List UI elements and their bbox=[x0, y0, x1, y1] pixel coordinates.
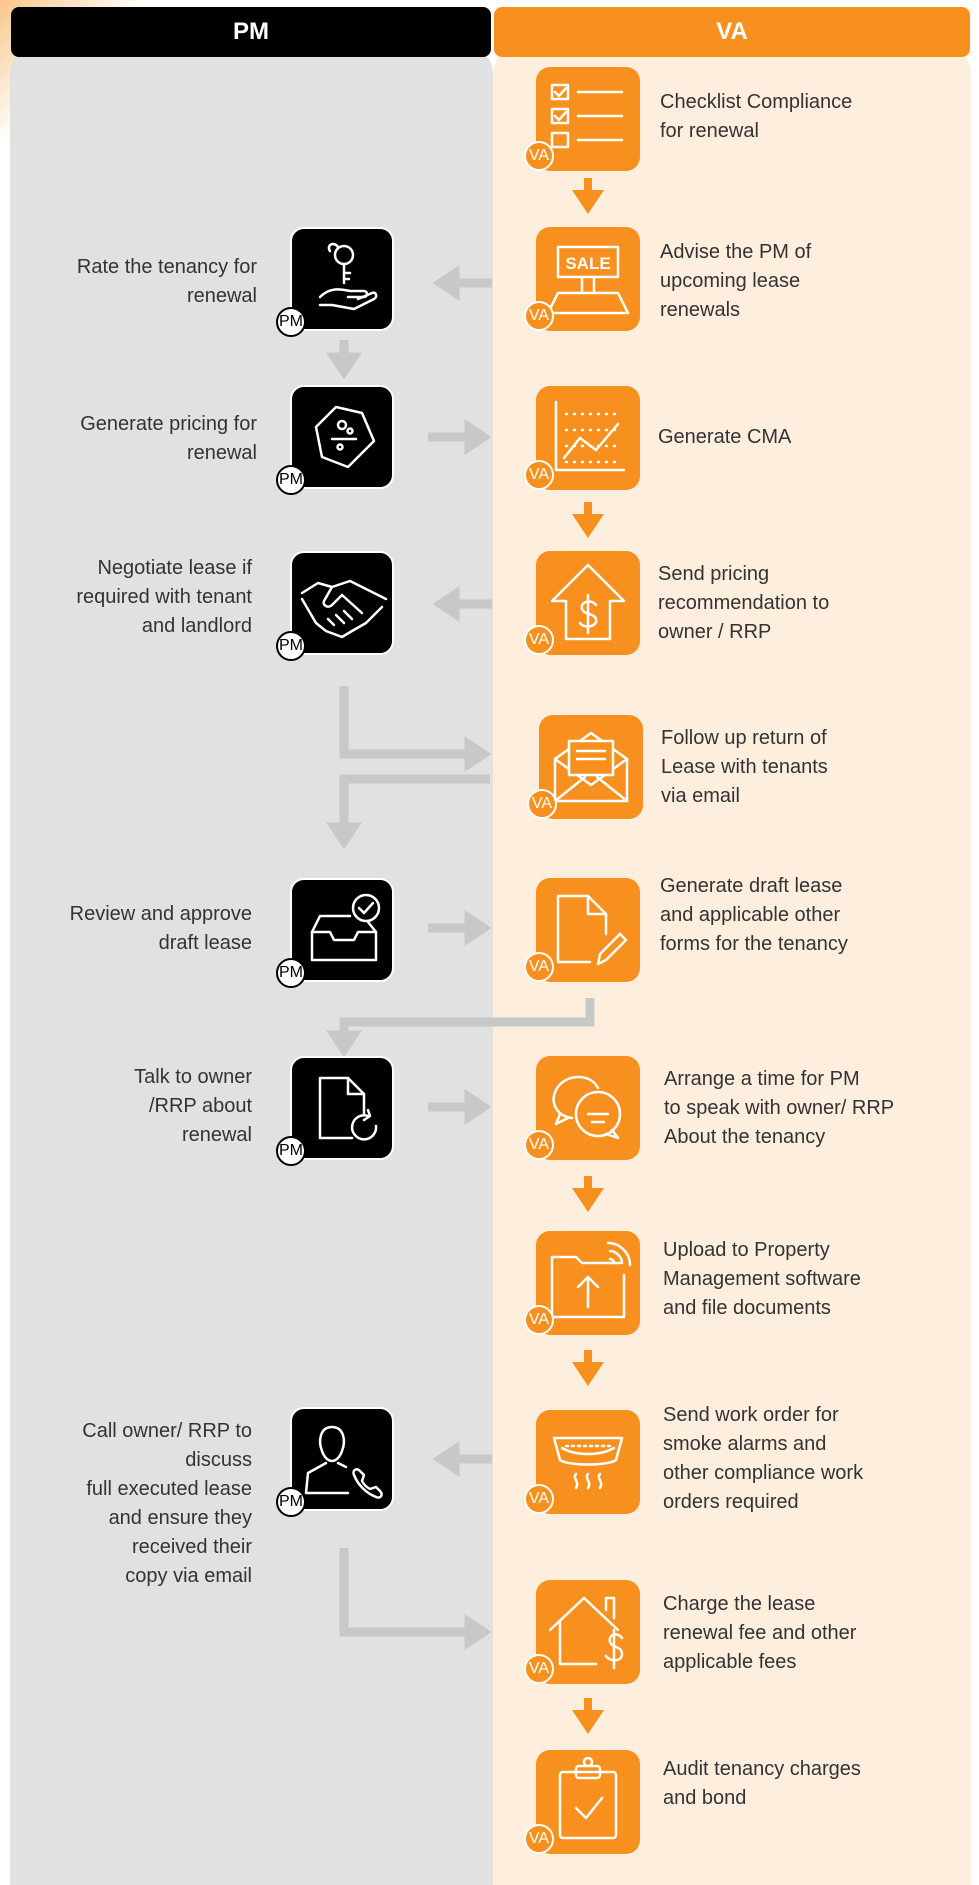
va-badge: VA bbox=[524, 1654, 554, 1684]
va-step-checklist-compliance: VA bbox=[524, 67, 640, 171]
va-badge: VA bbox=[524, 952, 554, 982]
hand-key-icon bbox=[318, 242, 378, 311]
inbox-check-icon bbox=[310, 893, 381, 962]
va-badge: VA bbox=[524, 1130, 554, 1160]
va-badge: VA bbox=[524, 141, 554, 171]
pm-header: PM bbox=[11, 7, 491, 57]
va-badge: VA bbox=[524, 301, 554, 331]
envelope-icon bbox=[553, 731, 629, 803]
pm-step-label: Review and approve draft lease bbox=[69, 903, 252, 954]
va-badge: VA bbox=[524, 625, 554, 655]
pm-badge: PM bbox=[276, 307, 306, 337]
house-dollar-arrow-icon bbox=[550, 563, 626, 641]
pm-step-negotiate-lease: PM bbox=[276, 551, 394, 661]
va-step-label: Advise the PM of upcoming lease renewals bbox=[660, 241, 812, 321]
va-badge: VA bbox=[527, 789, 557, 819]
pm-step-label: Call owner/ RRP to discuss full executed… bbox=[82, 1420, 252, 1587]
folder-upload-icon bbox=[550, 1241, 632, 1319]
va-step-send-pricing: VA bbox=[524, 551, 640, 655]
va-step-generate-draft-lease: VA bbox=[524, 878, 640, 982]
va-step-upload-documents: VA bbox=[524, 1231, 640, 1335]
va-step-audit-charges: VA bbox=[524, 1750, 640, 1854]
pm-step-review-draft-lease: PM bbox=[276, 878, 394, 988]
va-header: VA bbox=[494, 7, 970, 57]
pm-step-call-owner: PM bbox=[276, 1407, 394, 1517]
va-step-arrange-time: VA bbox=[524, 1056, 640, 1160]
smoke-alarm-icon bbox=[552, 1436, 624, 1490]
va-step-generate-cma: VA bbox=[524, 386, 640, 490]
va-step-advise-pm: SALE VA bbox=[524, 227, 640, 331]
clipboard-check-icon bbox=[558, 1756, 618, 1840]
checklist-icon bbox=[550, 83, 624, 149]
va-step-label: Send work order for smoke alarms and oth… bbox=[663, 1404, 864, 1513]
house-dollar-icon bbox=[548, 1596, 624, 1670]
document-refresh-icon bbox=[318, 1076, 378, 1141]
va-step-label: Follow up return of Lease with tenants v… bbox=[661, 727, 828, 807]
va-step-label: Charge the lease renewal fee and other a… bbox=[663, 1593, 857, 1673]
sale-sign-text: SALE bbox=[565, 254, 610, 273]
handshake-icon bbox=[300, 579, 388, 639]
pm-step-label: Negotiate lease if required with tenant … bbox=[76, 557, 252, 637]
pm-step-generate-pricing: PM bbox=[276, 385, 394, 495]
sale-sign-icon: SALE bbox=[546, 245, 630, 315]
va-step-label: Upload to Property Management software a… bbox=[663, 1239, 861, 1319]
va-step-label: Audit tenancy charges and bond bbox=[663, 1758, 861, 1809]
va-step-charge-fees: VA bbox=[524, 1580, 640, 1684]
pm-step-label: Rate the tenancy for renewal bbox=[76, 256, 257, 307]
va-step-send-work-order: VA bbox=[524, 1410, 640, 1514]
va-step-label: Generate CMA bbox=[658, 426, 792, 448]
pm-step-rate-tenancy: PM bbox=[276, 227, 394, 337]
va-step-label: Arrange a time for PM to speak with owne… bbox=[664, 1068, 895, 1148]
va-step-label: Send pricing recommendation to owner / R… bbox=[658, 563, 830, 643]
va-badge: VA bbox=[524, 1305, 554, 1335]
pm-step-label: Generate pricing for renewal bbox=[80, 413, 257, 464]
document-pen-icon bbox=[556, 894, 628, 966]
va-step-label: Generate draft lease and applicable othe… bbox=[660, 875, 848, 955]
pm-lane bbox=[10, 44, 493, 1885]
pm-badge: PM bbox=[276, 631, 306, 661]
va-step-label: Checklist Compliance for renewal bbox=[660, 91, 853, 142]
pm-badge: PM bbox=[276, 1136, 306, 1166]
pm-badge: PM bbox=[276, 465, 306, 495]
pm-step-talk-to-owner: PM bbox=[276, 1056, 394, 1166]
va-badge: VA bbox=[524, 460, 554, 490]
pm-step-label: Talk to owner /RRP about renewal bbox=[134, 1066, 252, 1146]
pm-badge: PM bbox=[276, 958, 306, 988]
person-phone-icon bbox=[304, 1425, 383, 1499]
price-tag-icon bbox=[314, 405, 376, 469]
va-badge: VA bbox=[524, 1824, 554, 1854]
va-step-follow-up-lease: VA bbox=[527, 715, 643, 819]
va-badge: VA bbox=[524, 1484, 554, 1514]
chart-icon bbox=[554, 400, 626, 472]
pm-badge: PM bbox=[276, 1487, 306, 1517]
chat-bubbles-icon bbox=[552, 1075, 622, 1140]
